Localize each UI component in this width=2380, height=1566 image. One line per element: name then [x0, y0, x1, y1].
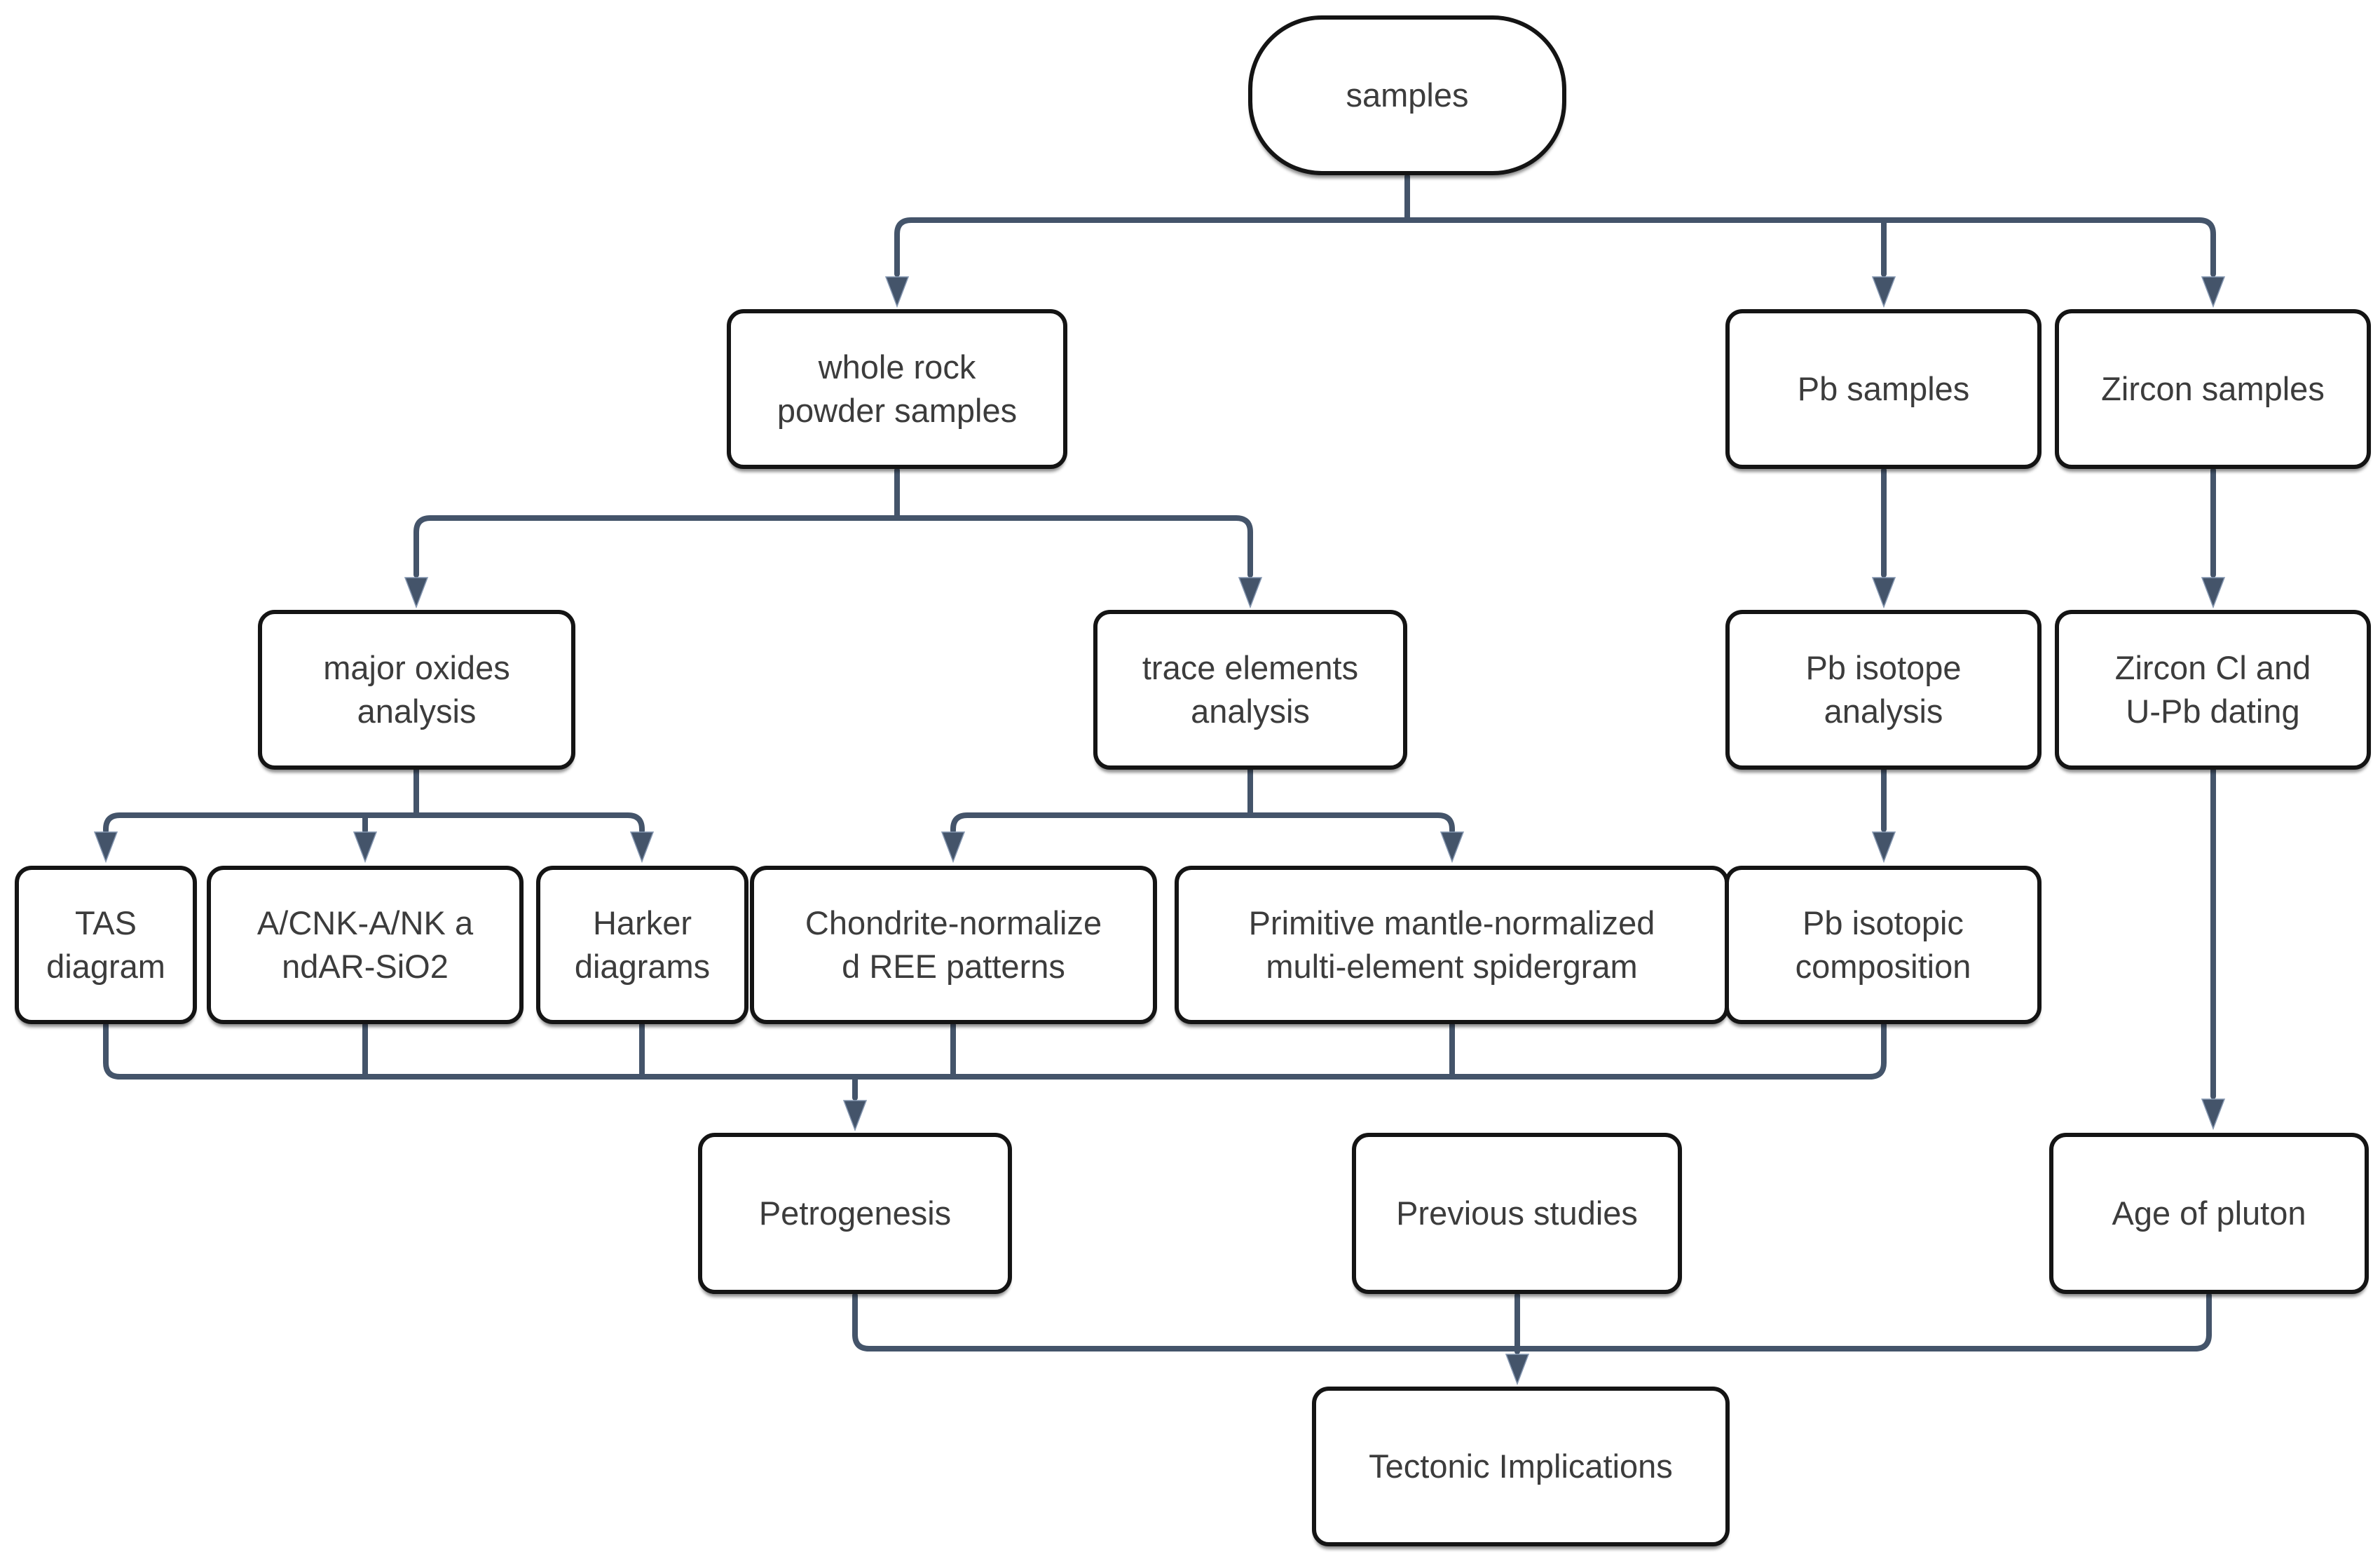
edge-whole-rock-bus	[413, 515, 1253, 578]
node-harker-diagrams: Harker diagrams	[536, 866, 748, 1024]
node-pb-isotope-analysis: Pb isotope analysis	[1725, 610, 2042, 770]
arrowhead-acnk	[353, 831, 378, 864]
arrowhead-major-oxides	[404, 577, 429, 609]
node-samples: samples	[1248, 15, 1566, 175]
arrowhead-pb-samples	[1871, 276, 1896, 308]
node-age-of-pluton: Age of pluton	[2049, 1133, 2369, 1294]
node-samples-label: samples	[1346, 76, 1469, 114]
node-zircon-cl-upb-dating-label: Zircon Cl and U-Pb dating	[2114, 648, 2311, 730]
node-chondrite-ree-patterns-label: Chondrite-normalize d REE patterns	[805, 904, 1102, 985]
edge-major-oxides-bus	[103, 812, 645, 833]
node-primitive-mantle-spidergram: Primitive mantle-normalized multi-elemen…	[1175, 866, 1729, 1024]
node-pb-isotope-analysis-label: Pb isotope analysis	[1805, 648, 1962, 730]
node-acnk-ank-ar-sio2: A/CNK-A/NK a ndAR-SiO2	[207, 866, 524, 1024]
node-tectonic-implications-label: Tectonic Implications	[1369, 1447, 1673, 1485]
node-tas-diagram-label: TAS diagram	[46, 904, 165, 985]
node-chondrite-ree-patterns: Chondrite-normalize d REE patterns	[750, 866, 1157, 1024]
node-previous-studies: Previous studies	[1352, 1133, 1682, 1294]
node-trace-elements-analysis: trace elements analysis	[1093, 610, 1407, 770]
node-trace-elements-analysis-label: trace elements analysis	[1142, 648, 1359, 730]
node-pb-isotopic-composition: Pb isotopic composition	[1725, 866, 2042, 1024]
node-petrogenesis: Petrogenesis	[698, 1133, 1012, 1294]
arrowhead-tas	[93, 831, 118, 864]
arrowhead-zircon-dating	[2201, 577, 2226, 609]
arrowhead-tectonic	[1505, 1354, 1530, 1386]
arrowhead-pb-isotopic-composition	[1871, 831, 1896, 864]
arrowhead-petrogenesis	[842, 1100, 868, 1132]
edge-results-merge-bus	[103, 1022, 1887, 1101]
arrowhead-pb-isotope	[1871, 577, 1896, 609]
node-age-of-pluton-label: Age of pluton	[2112, 1194, 2306, 1232]
arrowhead-whole-rock	[884, 276, 910, 308]
arrowhead-harker	[629, 831, 655, 864]
arrowhead-chondrite	[941, 831, 966, 864]
node-major-oxides-analysis-label: major oxides analysis	[323, 648, 510, 730]
node-harker-diagrams-label: Harker diagrams	[574, 904, 711, 985]
node-major-oxides-analysis: major oxides analysis	[258, 610, 575, 770]
node-zircon-samples: Zircon samples	[2055, 309, 2371, 469]
arrowhead-primitive	[1439, 831, 1465, 864]
node-zircon-samples-label: Zircon samples	[2101, 369, 2325, 407]
node-primitive-mantle-spidergram-label: Primitive mantle-normalized multi-elemen…	[1248, 904, 1655, 985]
node-pb-isotopic-composition-label: Pb isotopic composition	[1795, 904, 1971, 985]
edge-samples-bus	[894, 217, 2216, 277]
node-whole-rock-powder-samples: whole rock powder samples	[727, 309, 1067, 469]
arrowhead-age-of-pluton	[2201, 1098, 2226, 1131]
node-petrogenesis-label: Petrogenesis	[758, 1194, 952, 1232]
node-pb-samples-label: Pb samples	[1797, 369, 1970, 407]
node-pb-samples: Pb samples	[1725, 309, 2042, 469]
edge-trace-elements-bus	[950, 812, 1455, 833]
node-zircon-cl-upb-dating: Zircon Cl and U-Pb dating	[2055, 610, 2371, 770]
node-acnk-ank-ar-sio2-label: A/CNK-A/NK a ndAR-SiO2	[257, 904, 474, 985]
node-previous-studies-label: Previous studies	[1396, 1194, 1638, 1232]
node-tas-diagram: TAS diagram	[15, 866, 197, 1024]
arrowhead-trace-elements	[1238, 577, 1263, 609]
arrowhead-zircon-samples	[2201, 276, 2226, 308]
node-whole-rock-powder-samples-label: whole rock powder samples	[777, 348, 1018, 429]
edge-bottom-merge-bus	[852, 1293, 2212, 1354]
node-tectonic-implications: Tectonic Implications	[1312, 1387, 1730, 1546]
